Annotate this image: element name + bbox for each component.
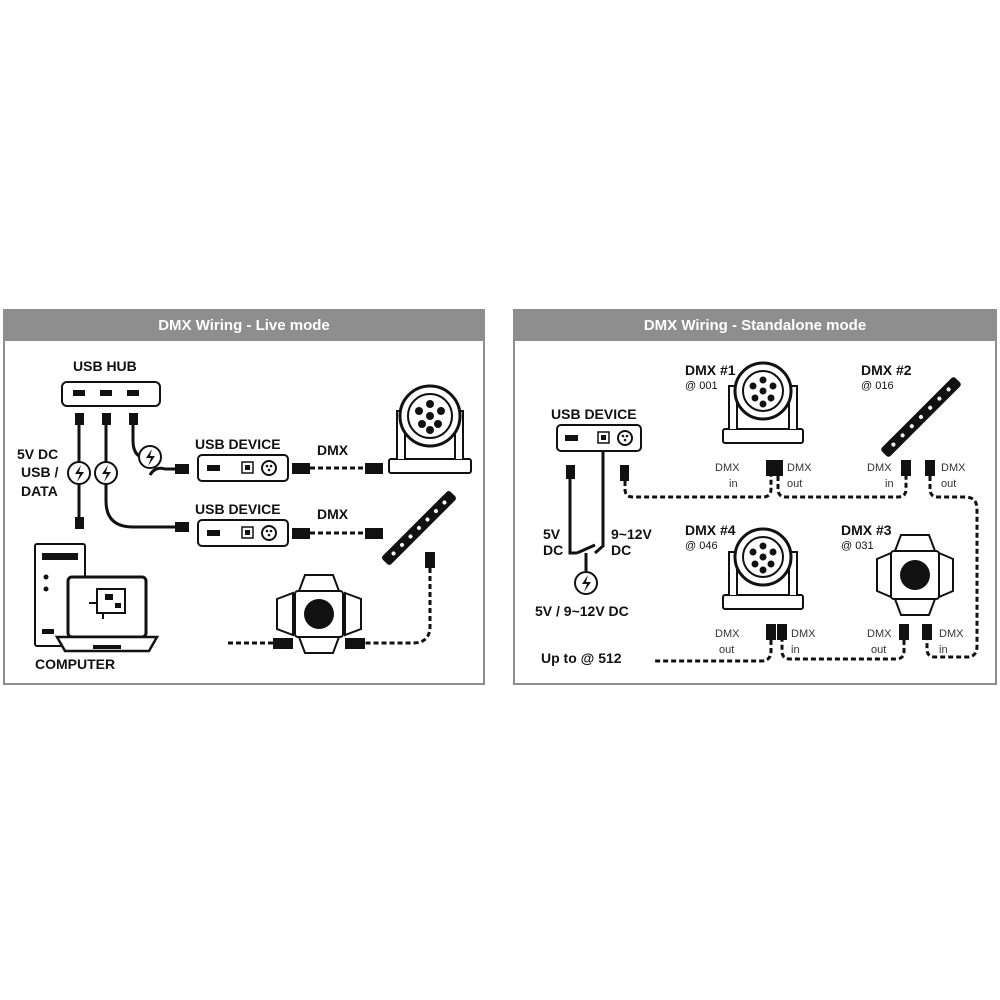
panel-standalone-mode: DMX Wiring - Standalone mode USB DEVICE … — [513, 309, 997, 685]
fixture-2-port-out: out — [941, 478, 956, 490]
power-label-data: DATA — [21, 483, 58, 499]
usb-plug-icon — [75, 517, 84, 529]
fixture-1-port-dmx-in: DMX — [715, 462, 740, 474]
power-12v-dc-label: DC — [611, 542, 631, 558]
xlr-plug-icon — [766, 624, 776, 640]
fixture-3-port-in: in — [939, 644, 948, 656]
fixture-4-port-out: out — [719, 644, 734, 656]
fixture-2-port-dmx-out: DMX — [941, 462, 966, 474]
power-label-5v: 5V DC — [17, 446, 58, 462]
fixture-2-name: DMX #2 — [861, 362, 912, 378]
fixture-4-name: DMX #4 — [685, 522, 736, 538]
usb-plug-icon — [75, 413, 138, 425]
fixture-3-address: @ 031 — [841, 540, 874, 552]
fixture-4-port-in: in — [791, 644, 800, 656]
fixture-2-port-dmx-in: DMX — [867, 462, 892, 474]
xlr-plug-icon — [292, 528, 310, 539]
xlr-plug-icon — [425, 552, 435, 568]
panel-title-live: DMX Wiring - Live mode — [5, 311, 483, 341]
fixture-4-port-dmx-out: DMX — [715, 628, 740, 640]
led-bar-icon — [881, 377, 961, 457]
moving-head-icon — [722, 361, 804, 444]
xlr-plug-icon — [899, 624, 909, 640]
fixture-3-name: DMX #3 — [841, 522, 892, 538]
xlr-plug-icon — [365, 528, 383, 539]
power-5v-label: 5V — [543, 526, 561, 542]
xlr-plug-icon — [345, 638, 365, 649]
xlr-plug-icon — [777, 624, 787, 640]
fixture-2-port-in: in — [885, 478, 894, 490]
moving-head-icon — [388, 384, 472, 474]
usb-device-icon — [197, 519, 289, 547]
power-12v-label: 9~12V — [611, 526, 653, 542]
fixture-1-port-in: in — [729, 478, 738, 490]
fixture-2-address: @ 016 — [861, 380, 894, 392]
xlr-plug-icon — [901, 460, 911, 476]
usb-device-2-label: USB DEVICE — [195, 501, 281, 517]
usb-plug-icon — [175, 522, 189, 532]
fixture-1-name: DMX #1 — [685, 362, 736, 378]
usb-device-1-label: USB DEVICE — [195, 436, 281, 452]
standalone-mode-diagram: USB DEVICE 5V DC 9~12V DC 5V / 9~12V DC … — [535, 361, 979, 666]
live-mode-diagram: USB HUB 5V DC USB / DATA — [17, 358, 472, 672]
power-bolt-icon — [574, 571, 598, 595]
usb-device-label: USB DEVICE — [551, 406, 637, 422]
usb-plug-icon — [566, 465, 575, 479]
fixture-4-port-dmx-in: DMX — [791, 628, 816, 640]
panel-title-standalone: DMX Wiring - Standalone mode — [515, 311, 995, 341]
up-to-label: Up to @ 512 — [541, 650, 622, 666]
fixture-3-port-dmx-out: DMX — [867, 628, 892, 640]
power-source-label: 5V / 9~12V DC — [535, 603, 629, 619]
usb-device-icon — [556, 424, 642, 452]
xlr-plug-icon — [766, 460, 776, 476]
power-bolt-icon — [94, 461, 118, 485]
par-light-icon — [276, 574, 362, 654]
led-bar-icon — [382, 491, 456, 565]
xlr-plug-icon — [922, 624, 932, 640]
fixture-1-address: @ 001 — [685, 380, 718, 392]
computer-label: COMPUTER — [35, 656, 115, 672]
usb-device-icon — [197, 454, 289, 482]
power-label-usb: USB / — [21, 464, 58, 480]
power-bolt-icon — [67, 461, 91, 485]
dmx-label-2: DMX — [317, 506, 349, 522]
fixture-3-port-out: out — [871, 644, 886, 656]
xlr-plug-icon — [773, 460, 783, 476]
moving-head-icon — [722, 527, 804, 610]
fixture-1-port-dmx-out: DMX — [787, 462, 812, 474]
usb-hub-icon — [61, 381, 161, 407]
xlr-plug-icon — [273, 638, 293, 649]
fixture-4-address: @ 046 — [685, 540, 718, 552]
usb-hub-label: USB HUB — [73, 358, 137, 374]
par-light-icon — [876, 534, 954, 616]
dmx-interface-card-icon — [89, 588, 126, 619]
fixture-1-port-out: out — [787, 478, 802, 490]
xlr-plug-icon — [365, 463, 383, 474]
fixture-3-port-dmx-in: DMX — [939, 628, 964, 640]
xlr-plug-icon — [620, 465, 629, 481]
xlr-plug-icon — [925, 460, 935, 476]
dmx-label-1: DMX — [317, 442, 349, 458]
power-bolt-icon — [138, 445, 162, 469]
usb-plug-icon — [175, 464, 189, 474]
power-5v-dc-label: DC — [543, 542, 563, 558]
panel-live-mode: DMX Wiring - Live mode USB HUB 5V DC USB… — [3, 309, 485, 685]
xlr-plug-icon — [292, 463, 310, 474]
